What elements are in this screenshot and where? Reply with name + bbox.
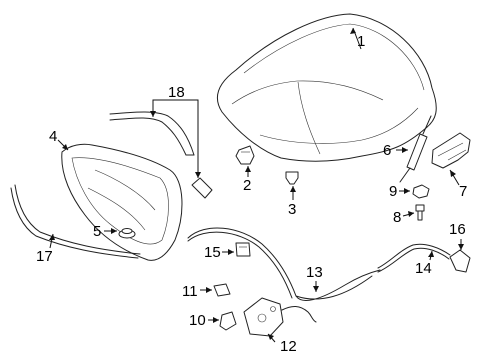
arrow-12 [268, 334, 274, 340]
arrow-10 [213, 317, 219, 323]
callout-18: 18 [168, 84, 185, 101]
callout-9: 9 [389, 183, 397, 200]
nut-part [412, 184, 430, 199]
arrow-6 [402, 147, 408, 153]
callout-11: 11 [182, 283, 198, 300]
callout-14: 14 [415, 260, 432, 277]
seal-part [10, 184, 141, 259]
release-handle-cable-part [377, 243, 451, 273]
support-strut-part [399, 115, 432, 183]
arrow-11 [206, 287, 212, 293]
lock-cable-guide-part [219, 311, 237, 331]
grommet-part [235, 242, 251, 257]
callout-7: 7 [459, 183, 467, 200]
release-cable-part [187, 227, 381, 301]
callout-4: 4 [49, 128, 57, 145]
arrow-2 [245, 166, 251, 172]
callout-17: 17 [36, 248, 53, 265]
hinge-part [431, 132, 471, 169]
arrow-3 [290, 186, 296, 192]
bolt-part [415, 204, 425, 221]
arrow-9 [404, 188, 410, 194]
release-handle-part [449, 249, 471, 273]
arrow-5 [111, 228, 117, 234]
callout-6: 6 [383, 142, 391, 159]
callout-15: 15 [204, 244, 221, 261]
latch-release-cable-bracket-part [235, 145, 255, 165]
leader-18b [175, 99, 199, 178]
callout-2: 2 [243, 177, 251, 194]
arrow-1 [350, 28, 356, 34]
seal-upper-part [109, 111, 213, 199]
insulator-part [61, 143, 183, 261]
callout-8: 8 [393, 209, 401, 226]
arrow-7 [450, 170, 456, 177]
arrow-4 [62, 144, 68, 150]
hood-part [216, 13, 437, 162]
callout-12: 12 [280, 338, 297, 355]
clip-part [285, 171, 299, 185]
callout-5: 5 [93, 223, 101, 240]
callout-16: 16 [449, 221, 466, 238]
arrow-14 [428, 251, 434, 257]
callout-10: 10 [189, 312, 206, 329]
latch-part [243, 297, 317, 337]
arrow-17 [49, 234, 55, 240]
arrow-18a [150, 111, 156, 117]
arrow-15 [228, 249, 234, 255]
callout-3: 3 [288, 201, 296, 218]
bumper-part [118, 228, 136, 239]
arrow-18b [195, 172, 201, 178]
callout-13: 13 [306, 264, 323, 281]
arrow-16 [458, 244, 464, 250]
clip-small-part [213, 283, 231, 297]
arrow-13 [313, 286, 319, 292]
callout-1: 1 [357, 33, 365, 50]
arrow-8 [408, 211, 414, 217]
